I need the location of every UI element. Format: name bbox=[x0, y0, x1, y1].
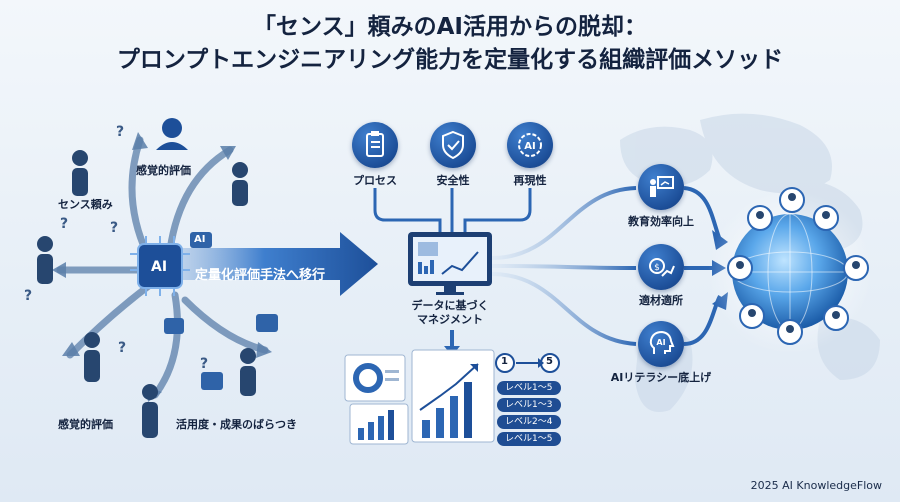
dashboard-monitor-icon bbox=[408, 232, 492, 295]
question-mark-icons: ??? ??? bbox=[24, 124, 208, 372]
footer-credit: 2025 AI KnowledgeFlow bbox=[750, 479, 882, 492]
clipboard-icon bbox=[352, 122, 398, 168]
confused-people bbox=[37, 118, 256, 438]
shield-check-icon bbox=[430, 122, 476, 168]
scale-to: 5 bbox=[546, 356, 553, 367]
variance-label: 活用度・成果のばらつき bbox=[176, 418, 297, 431]
scale-indicator bbox=[495, 353, 560, 373]
title-line-1: 「センス」頼みのAI活用からの脱却： bbox=[253, 14, 647, 40]
svg-text:?: ? bbox=[24, 288, 32, 304]
team-avatars bbox=[727, 187, 869, 345]
outcome-education-label: 教育効率向上 bbox=[628, 215, 694, 228]
svg-text:?: ? bbox=[116, 124, 124, 140]
management-label-line-1: データに基づく bbox=[411, 299, 489, 312]
pillar-connectors bbox=[373, 188, 532, 232]
level-pill: レベル2～4 bbox=[497, 415, 561, 429]
level-pill: レベル1～3 bbox=[497, 398, 561, 412]
svg-text:?: ? bbox=[200, 356, 208, 372]
pillar-reproducibility-label: 再現性 bbox=[513, 174, 547, 187]
pillar-process-label: プロセス bbox=[353, 174, 397, 187]
transition-label: 定量化評価手法へ移行 bbox=[195, 268, 326, 283]
svg-text:AI: AI bbox=[656, 338, 665, 347]
scale-from: 1 bbox=[501, 356, 508, 367]
management-label-line-2: マネジメント bbox=[417, 313, 483, 326]
svg-text:?: ? bbox=[110, 220, 118, 236]
svg-text:$: $ bbox=[654, 263, 660, 273]
intuitive-evaluation-top-label: 感覚的評価 bbox=[136, 164, 191, 177]
outcome-literacy-label: AIリテラシー底上げ bbox=[610, 371, 712, 384]
ai-badge-label: AI bbox=[194, 234, 206, 245]
level-pill: レベル1～5 bbox=[497, 432, 561, 446]
small-ai-badges bbox=[164, 232, 278, 390]
outcome-flow-lines bbox=[491, 186, 637, 346]
page-title: 「センス」頼みのAI活用からの脱却： プロンプトエンジニアリング能力を定量化する… bbox=[0, 10, 900, 76]
intuitive-evaluation-bottom-label: 感覚的評価 bbox=[58, 418, 113, 431]
level-pill: レベル1～5 bbox=[497, 381, 561, 395]
teacher-board-icon bbox=[638, 164, 684, 210]
svg-text:AI: AI bbox=[524, 141, 535, 152]
report-charts bbox=[344, 349, 495, 445]
sense-reliance-label: センス頼み bbox=[58, 198, 113, 211]
ai-chip-icon bbox=[130, 236, 190, 296]
coin-growth-icon: $ bbox=[638, 244, 684, 290]
svg-text:?: ? bbox=[118, 340, 126, 356]
outcome-placement-label: 適材適所 bbox=[639, 294, 683, 307]
ai-gear-icon: AI bbox=[507, 122, 553, 168]
ai-head-icon: AI bbox=[638, 321, 684, 367]
title-line-2: プロンプトエンジニアリング能力を定量化する組織評価メソッド bbox=[116, 47, 784, 73]
svg-text:?: ? bbox=[60, 216, 68, 232]
pillar-safety-label: 安全性 bbox=[436, 174, 470, 187]
ai-chip-label: AI bbox=[151, 259, 168, 275]
